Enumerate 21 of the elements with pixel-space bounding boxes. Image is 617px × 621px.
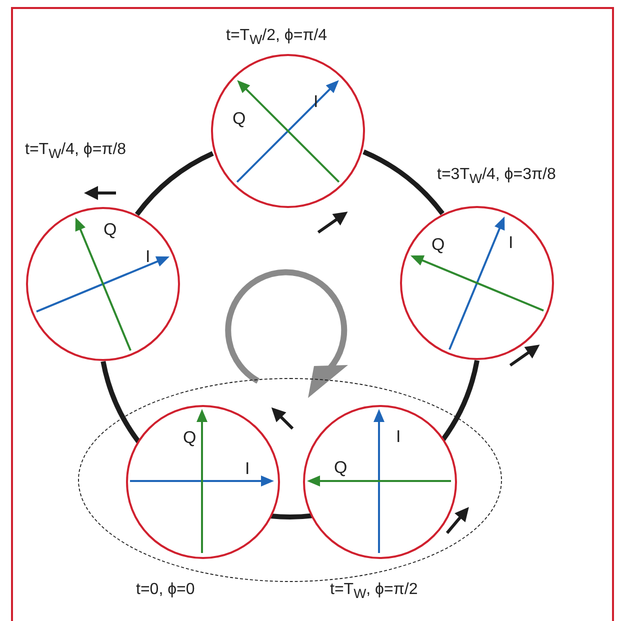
- ring-connector: [100, 360, 141, 444]
- axis-label: Q: [432, 236, 445, 253]
- time-phase-label: t=3T$_{W}$/4, ϕ=3π/8: [437, 165, 556, 188]
- dashed-ellipse: [78, 378, 502, 582]
- axis-label: I: [245, 460, 250, 476]
- ring-connector: [270, 513, 313, 520]
- ring-connector: [440, 360, 480, 442]
- time-phase-label: t=T$_{W}$/2, ϕ=π/4: [226, 26, 328, 48]
- ring-connector: [135, 151, 214, 216]
- time-phase-label: t=0, ϕ=0: [136, 580, 195, 600]
- ring-connector: [362, 150, 444, 216]
- axis-label: Q: [183, 428, 196, 446]
- time-phase-label: t=T$_{W}$/4, ϕ=π/8: [25, 140, 126, 162]
- axis-label: I: [314, 93, 318, 110]
- time-phase-label: t=T$_{W}$, ϕ=π/2: [330, 580, 418, 602]
- axis-label: Q: [334, 458, 348, 476]
- axis-label: I: [508, 234, 514, 251]
- axis-label: Q: [232, 110, 246, 127]
- axis-label: I: [396, 428, 401, 444]
- axis-label: Q: [104, 221, 117, 238]
- axis-label: I: [146, 248, 150, 265]
